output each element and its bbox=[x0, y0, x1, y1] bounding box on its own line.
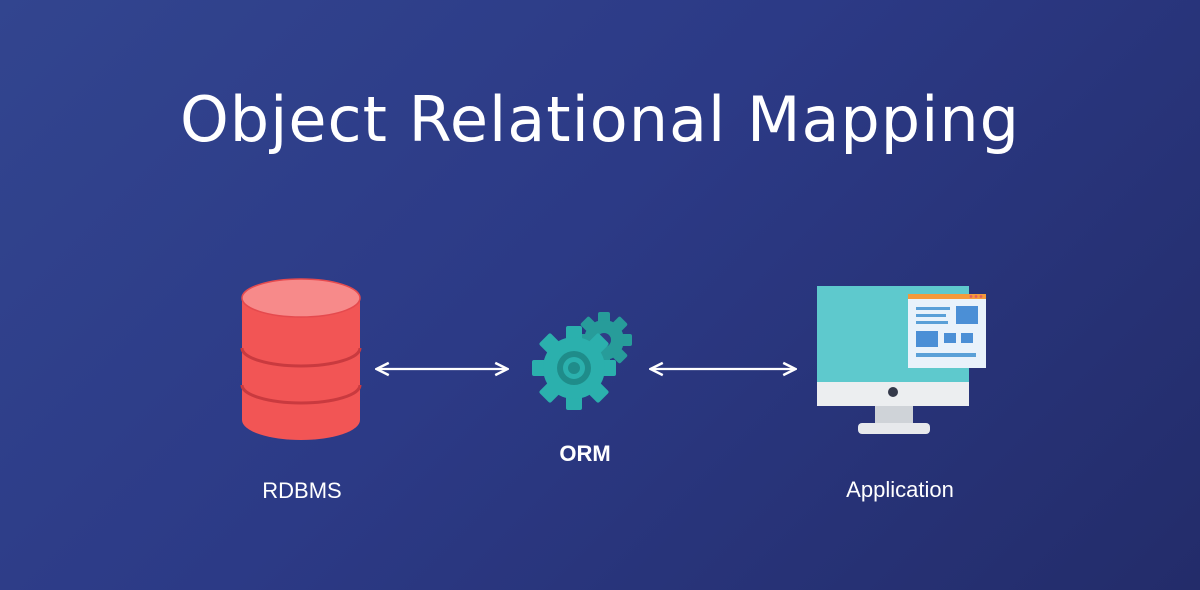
gears-icon bbox=[532, 312, 632, 410]
database-icon bbox=[240, 278, 362, 440]
diagram-title: Object Relational Mapping bbox=[179, 83, 1021, 156]
application-label: Application bbox=[846, 477, 954, 502]
orm-label: ORM bbox=[559, 441, 611, 466]
desktop-computer-icon bbox=[817, 286, 986, 434]
app-window-icon bbox=[908, 294, 986, 368]
rdbms-label: RDBMS bbox=[262, 478, 342, 503]
